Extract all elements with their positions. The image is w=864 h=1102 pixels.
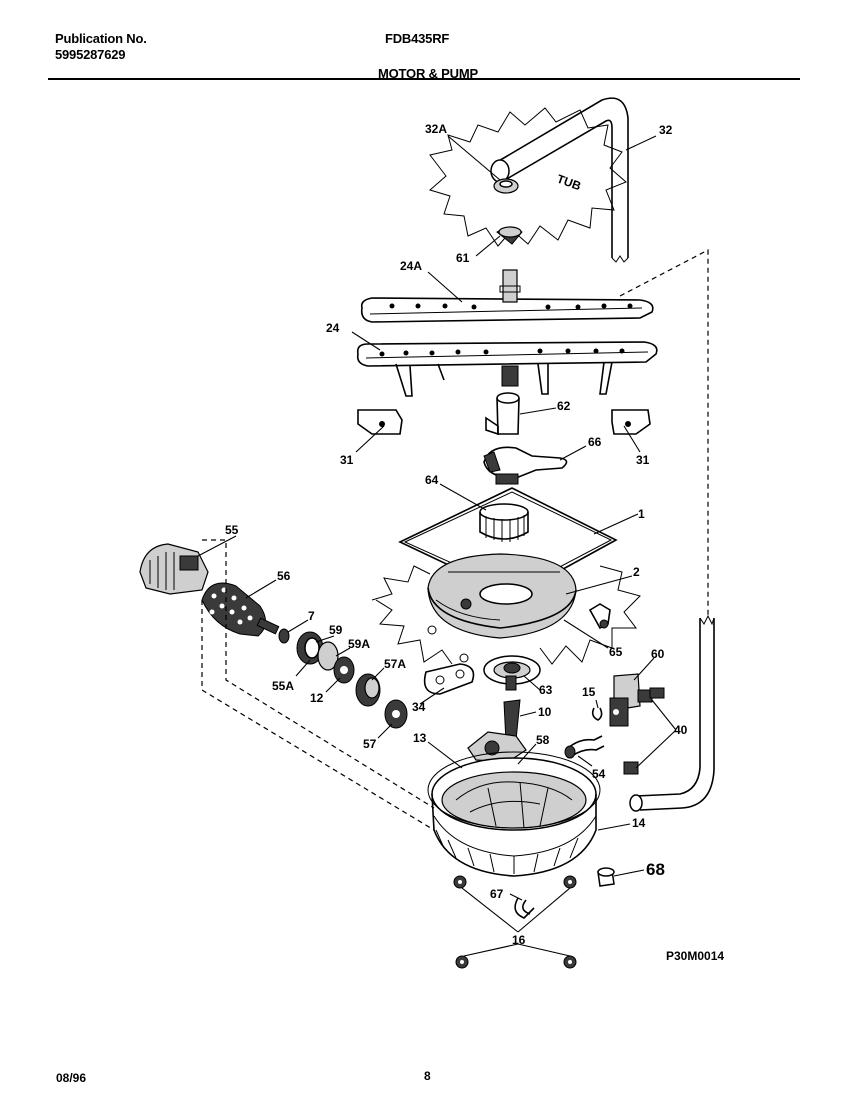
sump-14-part [431, 757, 597, 877]
washer-7-part [278, 628, 290, 644]
upper-spray-arm-part [360, 269, 654, 323]
motor-end-55-part [139, 543, 209, 595]
callout-14: 14 [632, 816, 646, 830]
ring-63-part [483, 655, 541, 691]
tub-label: TUB [555, 172, 583, 194]
header-rule [48, 78, 800, 80]
callout-24: 24 [326, 321, 340, 335]
impeller-12-part [333, 656, 355, 684]
bracket-31-left-part [357, 409, 403, 435]
nut-32A-part [493, 178, 519, 194]
filter-64-part [479, 503, 529, 542]
callout-61: 61 [456, 251, 470, 265]
callout-2: 2 [633, 565, 640, 579]
callout-59A: 59A [348, 637, 370, 651]
callout-10: 10 [538, 705, 552, 719]
callout-12: 12 [310, 691, 324, 705]
callout-55A: 55A [272, 679, 294, 693]
callout-13: 13 [413, 731, 427, 745]
callout-34: 34 [412, 700, 426, 714]
section-title: MOTOR & PUMP [378, 66, 478, 81]
publication-label: Publication No. [55, 31, 147, 46]
tube-62-part [485, 392, 520, 436]
callout-31-right: 31 [636, 453, 650, 467]
callout-16: 16 [512, 933, 526, 947]
callout-55: 55 [225, 523, 239, 537]
bracket-31-right-part [611, 409, 651, 435]
callout-40: 40 [674, 723, 688, 737]
dashed-assembly-lines [201, 249, 709, 831]
callout-57A: 57A [384, 657, 406, 671]
callout-59: 59 [329, 623, 343, 637]
callout-labels: 32A 32 61 24A 24 62 31 31 66 64 1 55 56 … [225, 122, 688, 947]
callout-60: 60 [651, 647, 665, 661]
callout-68: 68 [646, 860, 665, 879]
clip-67-inner [522, 899, 531, 915]
callout-7: 7 [308, 609, 315, 623]
leader-lines [197, 135, 677, 957]
callout-58: 58 [536, 733, 550, 747]
callout-64: 64 [425, 473, 439, 487]
impeller-66-part [483, 446, 568, 485]
screw-part [427, 625, 437, 635]
lower-spray-arm-part [356, 341, 658, 397]
foot-16-part [453, 875, 577, 969]
motor-56-part [201, 582, 280, 637]
gasket-34-part [423, 663, 475, 695]
callout-57: 57 [363, 737, 377, 751]
callout-66: 66 [588, 435, 602, 449]
clamp-15-part [591, 707, 603, 721]
publication-number: 5995287629 [55, 47, 126, 62]
filter-disk-65-part [427, 553, 577, 639]
callout-56: 56 [277, 569, 291, 583]
clip-67-part [514, 897, 535, 919]
hose-54-part [564, 735, 605, 759]
seal-59-part [296, 631, 339, 671]
valve-60-part [609, 673, 653, 727]
gasket-13-part [427, 751, 601, 829]
callout-32: 32 [659, 123, 673, 137]
fitting-40-part [623, 687, 665, 775]
callout-67: 67 [490, 887, 504, 901]
clip-2-part [588, 603, 611, 630]
callout-15: 15 [582, 685, 596, 699]
cap-61-part [496, 226, 523, 245]
callout-24A: 24A [400, 259, 422, 273]
gear-57-part [384, 699, 408, 729]
model-number: FDB435RF [385, 31, 450, 46]
screw-part [459, 653, 469, 663]
callout-1: 1 [638, 507, 645, 521]
drain-hose-part [629, 614, 715, 812]
footer-page-number: 8 [424, 1069, 431, 1083]
callout-63: 63 [539, 683, 553, 697]
callout-62: 62 [557, 399, 571, 413]
footer-date: 08/96 [56, 1071, 87, 1085]
callout-65: 65 [609, 645, 623, 659]
drawing-code: P30M0014 [666, 949, 724, 963]
cap-68-part [597, 867, 615, 887]
callout-54: 54 [592, 767, 606, 781]
tub-outline-lower [371, 565, 641, 665]
callout-31-left: 31 [340, 453, 354, 467]
tub-outline-top [428, 107, 627, 247]
callout-32A: 32A [425, 122, 447, 136]
housing-57A-part [355, 673, 381, 707]
